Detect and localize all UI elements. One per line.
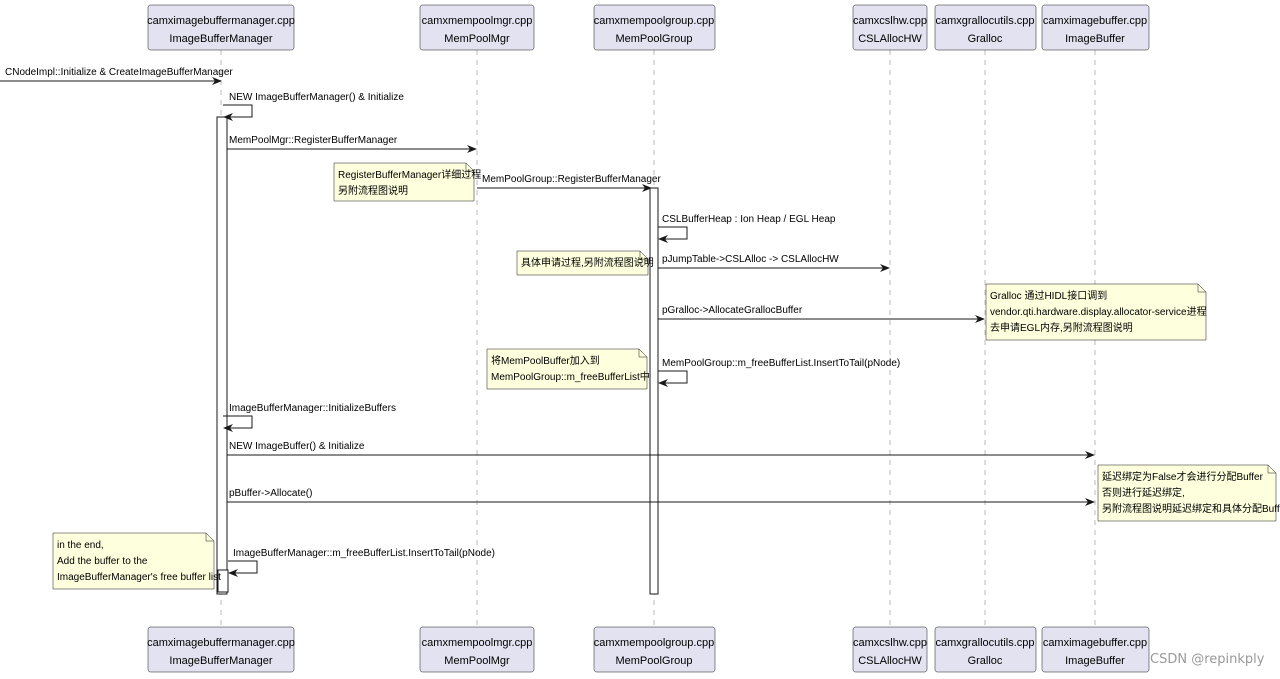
note-line: 延迟绑定为False才会进行分配Buffer: [1102, 470, 1264, 483]
participant-name: ImageBuffer: [1065, 33, 1125, 45]
note-line: MemPoolGroup::m_freeBufferList中: [491, 370, 650, 383]
note-line: Gralloc 通过HIDL接口调到: [990, 289, 1107, 302]
message-label: NEW ImageBufferManager() & Initialize: [229, 92, 404, 103]
message-label: pGralloc->AllocateGrallocBuffer: [662, 305, 803, 316]
participant-file: camxcslhw.cpp: [853, 637, 927, 649]
participant-imagebuffermanager-top: camximagebuffermanager.cppImageBufferMan…: [147, 4, 295, 51]
participant-file: camxmempoolgroup.cpp: [594, 637, 714, 649]
self-message: CSLBufferHeap : Ion Heap / EGL Heap: [658, 214, 836, 243]
participant-name: ImageBufferManager: [169, 33, 272, 45]
note-line: in the end,: [57, 540, 104, 551]
participant-file: camxgrallocutils.cpp: [935, 15, 1034, 27]
participant-file: camximagebuffer.cpp: [1043, 637, 1147, 649]
activation-bar: [649, 187, 659, 595]
message-arrow: pJumpTable->CSLAlloc -> CSLAllocHW: [658, 254, 890, 272]
activation-bar: [216, 116, 228, 595]
message-arrow: MemPoolGroup::RegisterBufferManager: [477, 174, 661, 192]
participant-name: MemPoolGroup: [615, 33, 692, 45]
message-arrow: pGralloc->AllocateGrallocBuffer: [658, 305, 985, 323]
participant-name: ImageBuffer: [1065, 655, 1125, 667]
participant-file: camximagebuffermanager.cpp: [147, 15, 295, 27]
note: 具体申请过程,另附流程图说明: [516, 250, 654, 276]
message-arrow: pBuffer->Allocate(): [227, 488, 1095, 506]
self-message: NEW ImageBufferManager() & Initialize: [223, 92, 404, 121]
participant-file: camximagebuffermanager.cpp: [147, 637, 295, 649]
participant-name: Gralloc: [968, 33, 1003, 45]
message-label: pBuffer->Allocate(): [229, 488, 312, 499]
message-label: ImageBufferManager::m_freeBufferList.Ins…: [233, 548, 495, 559]
message-label: MemPoolGroup::RegisterBufferManager: [482, 174, 661, 185]
participant-name: Gralloc: [968, 655, 1003, 667]
activation-bar: [217, 569, 229, 593]
message-label: pJumpTable->CSLAlloc -> CSLAllocHW: [662, 254, 839, 265]
note: 延迟绑定为False才会进行分配Buffer 否则进行延迟绑定, 另附流程图说明延迟…: [1097, 464, 1280, 522]
participant-name: MemPoolMgr: [444, 33, 510, 45]
participant-file: camxgrallocutils.cpp: [935, 637, 1034, 649]
participant-imagebuffermanager-bottom: camximagebuffermanager.cppImageBufferMan…: [147, 626, 295, 673]
participant-file: camximagebuffer.cpp: [1043, 15, 1147, 27]
participant-file: camxmempoolgroup.cpp: [594, 15, 714, 27]
message-label: CNodeImpl::Initialize & CreateImageBuffe…: [5, 67, 233, 78]
note-line: Add the buffer to the: [57, 556, 148, 567]
message-label: CSLBufferHeap : Ion Heap / EGL Heap: [662, 214, 836, 225]
note-line: 否则进行延迟绑定,: [1102, 486, 1185, 499]
message-label: ImageBufferManager::InitializeBuffers: [229, 403, 396, 414]
note-line: ImageBufferManager's free buffer list: [57, 572, 221, 583]
participant-name: CSLAllocHW: [858, 655, 922, 667]
participant-file: camxmempoolmgr.cpp: [422, 15, 533, 27]
message-label: NEW ImageBuffer() & Initialize: [229, 441, 365, 452]
note-line: 另附流程图说明延迟绑定和具体分配Buffer: [1102, 502, 1280, 515]
participant-name: ImageBufferManager: [169, 655, 272, 667]
self-message: ImageBufferManager::m_freeBufferList.Ins…: [228, 548, 495, 577]
self-message: ImageBufferManager::InitializeBuffers: [223, 403, 396, 432]
note-line: 另附流程图说明: [338, 184, 408, 197]
note-line: 将MemPoolBuffer加入到: [491, 355, 600, 367]
note-line: vendor.qti.hardware.display.allocator-se…: [990, 306, 1207, 318]
message-label: MemPoolGroup::m_freeBufferList.InsertToT…: [662, 358, 900, 369]
message-arrow: CNodeImpl::Initialize & CreateImageBuffe…: [0, 67, 233, 85]
note: in the end, Add the buffer to theImageBuf…: [52, 532, 221, 590]
participant-file: camxmempoolmgr.cpp: [422, 637, 533, 649]
watermark: CSDN @repinkply: [1150, 652, 1265, 667]
participant-name: CSLAllocHW: [858, 33, 922, 45]
message-arrow: NEW ImageBuffer() & Initialize: [227, 441, 1095, 459]
self-message: MemPoolGroup::m_freeBufferList.InsertToT…: [658, 358, 900, 387]
note: 将MemPoolBuffer加入到MemPoolGroup::m_freeBuf…: [486, 348, 650, 390]
note-line: 具体申请过程,另附流程图说明: [521, 256, 654, 269]
message-label: MemPoolMgr::RegisterBufferManager: [229, 135, 398, 146]
note-line: RegisterBufferManager详细过程: [338, 168, 481, 181]
participant-name: MemPoolMgr: [444, 655, 510, 667]
message-arrow: MemPoolMgr::RegisterBufferManager: [227, 135, 477, 153]
participant-name: MemPoolGroup: [615, 655, 692, 667]
note: Gralloc 通过HIDL接口调到 vendor.qti.hardware.di…: [985, 283, 1207, 341]
note-line: 去申请EGL内存,另附流程图说明: [990, 321, 1133, 334]
participant-file: camxcslhw.cpp: [853, 15, 927, 27]
